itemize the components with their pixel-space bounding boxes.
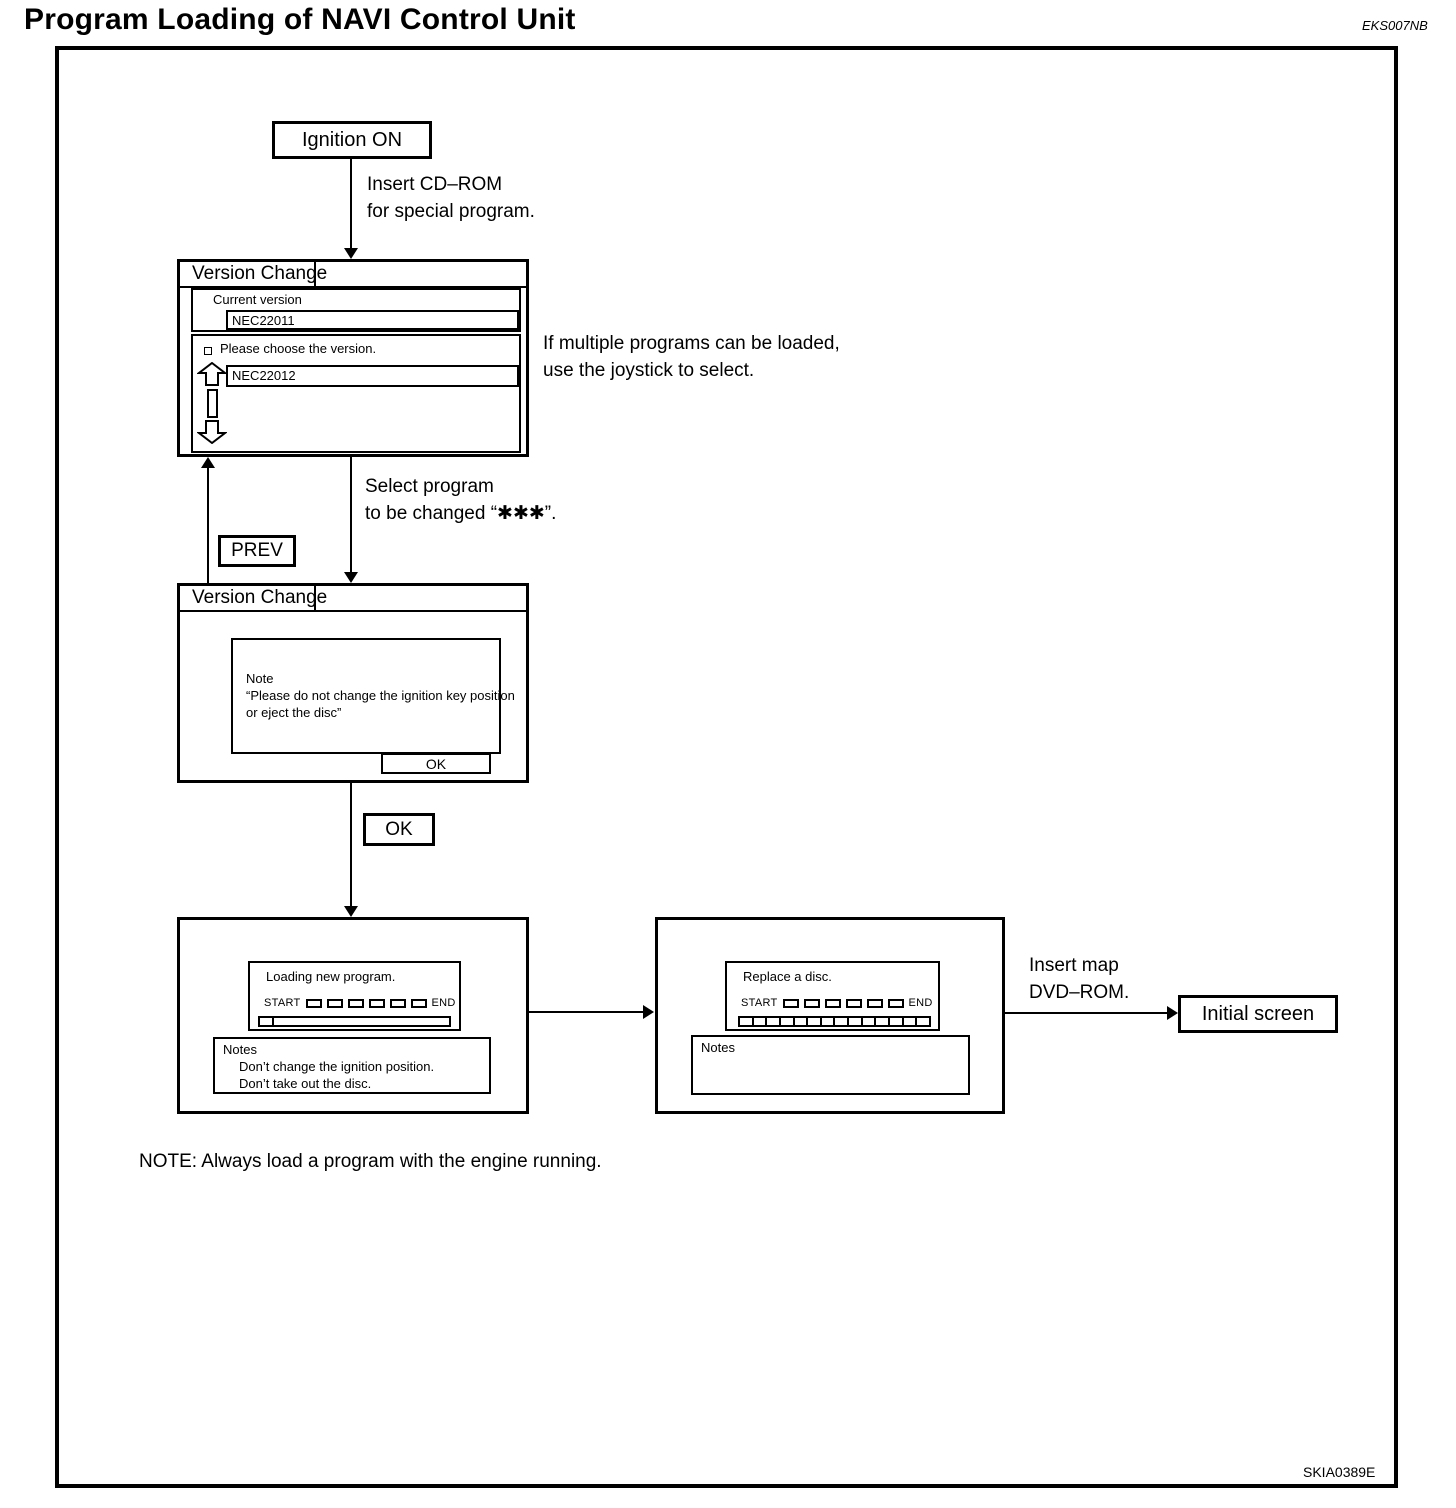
- connector-ignition-to-version: [350, 159, 352, 250]
- replace-message-panel: Replace a disc. START END: [725, 961, 940, 1031]
- notes-line: Don’t change the ignition position.: [239, 1059, 435, 1074]
- start-label: START: [264, 997, 301, 1009]
- engine-running-note: NOTE: Always load a program with the eng…: [139, 1151, 602, 1172]
- flow-node-ok-label: OK: [385, 818, 413, 840]
- loading-notes-panel: Notes Don’t change the ignition position…: [213, 1037, 491, 1094]
- flow-node-prev: PREV: [218, 535, 296, 567]
- screen-version-select: Version Change Current version NEC22011 …: [177, 259, 529, 457]
- screen-confirm-note: Version Change Note “Please do not chang…: [177, 583, 529, 783]
- screen-replace-disc: Replace a disc. START END Notes: [655, 917, 1005, 1114]
- progress-boxes: [305, 998, 427, 1008]
- flow-node-ignition-on: Ignition ON: [272, 121, 432, 159]
- screen-title: Version Change: [192, 263, 328, 284]
- end-label: END: [431, 997, 456, 1009]
- notes-title: Notes: [701, 1040, 735, 1055]
- version-choice-panel: Please choose the version. NEC22012: [191, 334, 521, 453]
- arrowhead-down-icon: [344, 572, 358, 583]
- screen-loading: Loading new program. START END Notes Don…: [177, 917, 529, 1114]
- screen-title: Version Change: [192, 587, 328, 608]
- dialog-ok-button: OK: [381, 753, 491, 774]
- annotation-select-program: Select program to be changed “✱✱✱”.: [365, 476, 557, 524]
- progress-boxes: [782, 998, 904, 1008]
- connector-prev-return: [207, 466, 209, 583]
- scroll-down-icon: [197, 420, 227, 444]
- annotation-insert-map: Insert map DVD–ROM.: [1029, 955, 1130, 1003]
- annotation-multiple-programs: If multiple programs can be loaded, use …: [543, 333, 840, 381]
- progress-bar-tick: [272, 1018, 274, 1025]
- current-version-label: Current version: [213, 292, 302, 307]
- page-title: Program Loading of NAVI Control Unit: [24, 3, 576, 36]
- arrowhead-right-icon: [643, 1005, 654, 1019]
- notes-line: Don’t take out the disc.: [239, 1076, 372, 1091]
- prompt-bullet-icon: [204, 347, 212, 355]
- replace-notes-panel: Notes: [691, 1035, 970, 1095]
- progress-box-row: START END: [741, 997, 933, 1009]
- screen-title-bar: Version Change: [180, 586, 526, 612]
- arrowhead-down-icon: [344, 906, 358, 917]
- arrowhead-right-icon: [1167, 1006, 1178, 1020]
- end-label: END: [908, 997, 933, 1009]
- connector-replace-to-initial: [1003, 1012, 1171, 1014]
- current-version-panel: Current version NEC22011: [191, 288, 521, 332]
- loading-message-panel: Loading new program. START END: [248, 961, 461, 1031]
- flow-node-ok: OK: [363, 813, 435, 846]
- version-option-field: NEC22012: [226, 365, 519, 387]
- progress-box-row: START END: [264, 997, 456, 1009]
- annotation-insert-cdrom: Insert CD–ROM for special program.: [367, 174, 535, 222]
- figure-code: SKIA0389E: [1303, 1464, 1376, 1480]
- progress-bar: [258, 1016, 451, 1027]
- connector-confirm-to-loading: [350, 783, 352, 907]
- flow-node-initial-screen: Initial screen: [1178, 995, 1338, 1033]
- title-divider: [314, 262, 316, 286]
- choose-version-prompt: Please choose the version.: [220, 341, 377, 356]
- loading-message: Loading new program.: [266, 969, 396, 984]
- arrowhead-down-icon: [344, 248, 358, 259]
- replace-message: Replace a disc.: [743, 969, 832, 984]
- title-divider: [314, 586, 316, 610]
- connector-loading-to-replace: [529, 1011, 648, 1013]
- arrowhead-up-icon: [201, 457, 215, 468]
- doc-code: EKS007NB: [1362, 18, 1428, 33]
- connector-version-to-confirm: [350, 457, 352, 573]
- flow-node-ignition-on-label: Ignition ON: [301, 128, 403, 151]
- segmented-progress-bar: [738, 1016, 931, 1027]
- current-version-field: NEC22011: [226, 310, 519, 330]
- scroll-track-icon: [207, 389, 218, 418]
- notes-title: Notes: [223, 1042, 257, 1057]
- note-dialog: Note “Please do not change the ignition …: [231, 638, 515, 754]
- note-dialog-text: Note “Please do not change the ignition …: [246, 671, 515, 720]
- figure-frame: [55, 46, 1398, 1488]
- start-label: START: [741, 997, 778, 1009]
- scroll-up-icon: [197, 362, 227, 386]
- flow-node-prev-label: PREV: [231, 540, 283, 561]
- flow-node-initial-screen-label: Initial screen: [1201, 1002, 1315, 1025]
- screen-title-bar: Version Change: [180, 262, 526, 288]
